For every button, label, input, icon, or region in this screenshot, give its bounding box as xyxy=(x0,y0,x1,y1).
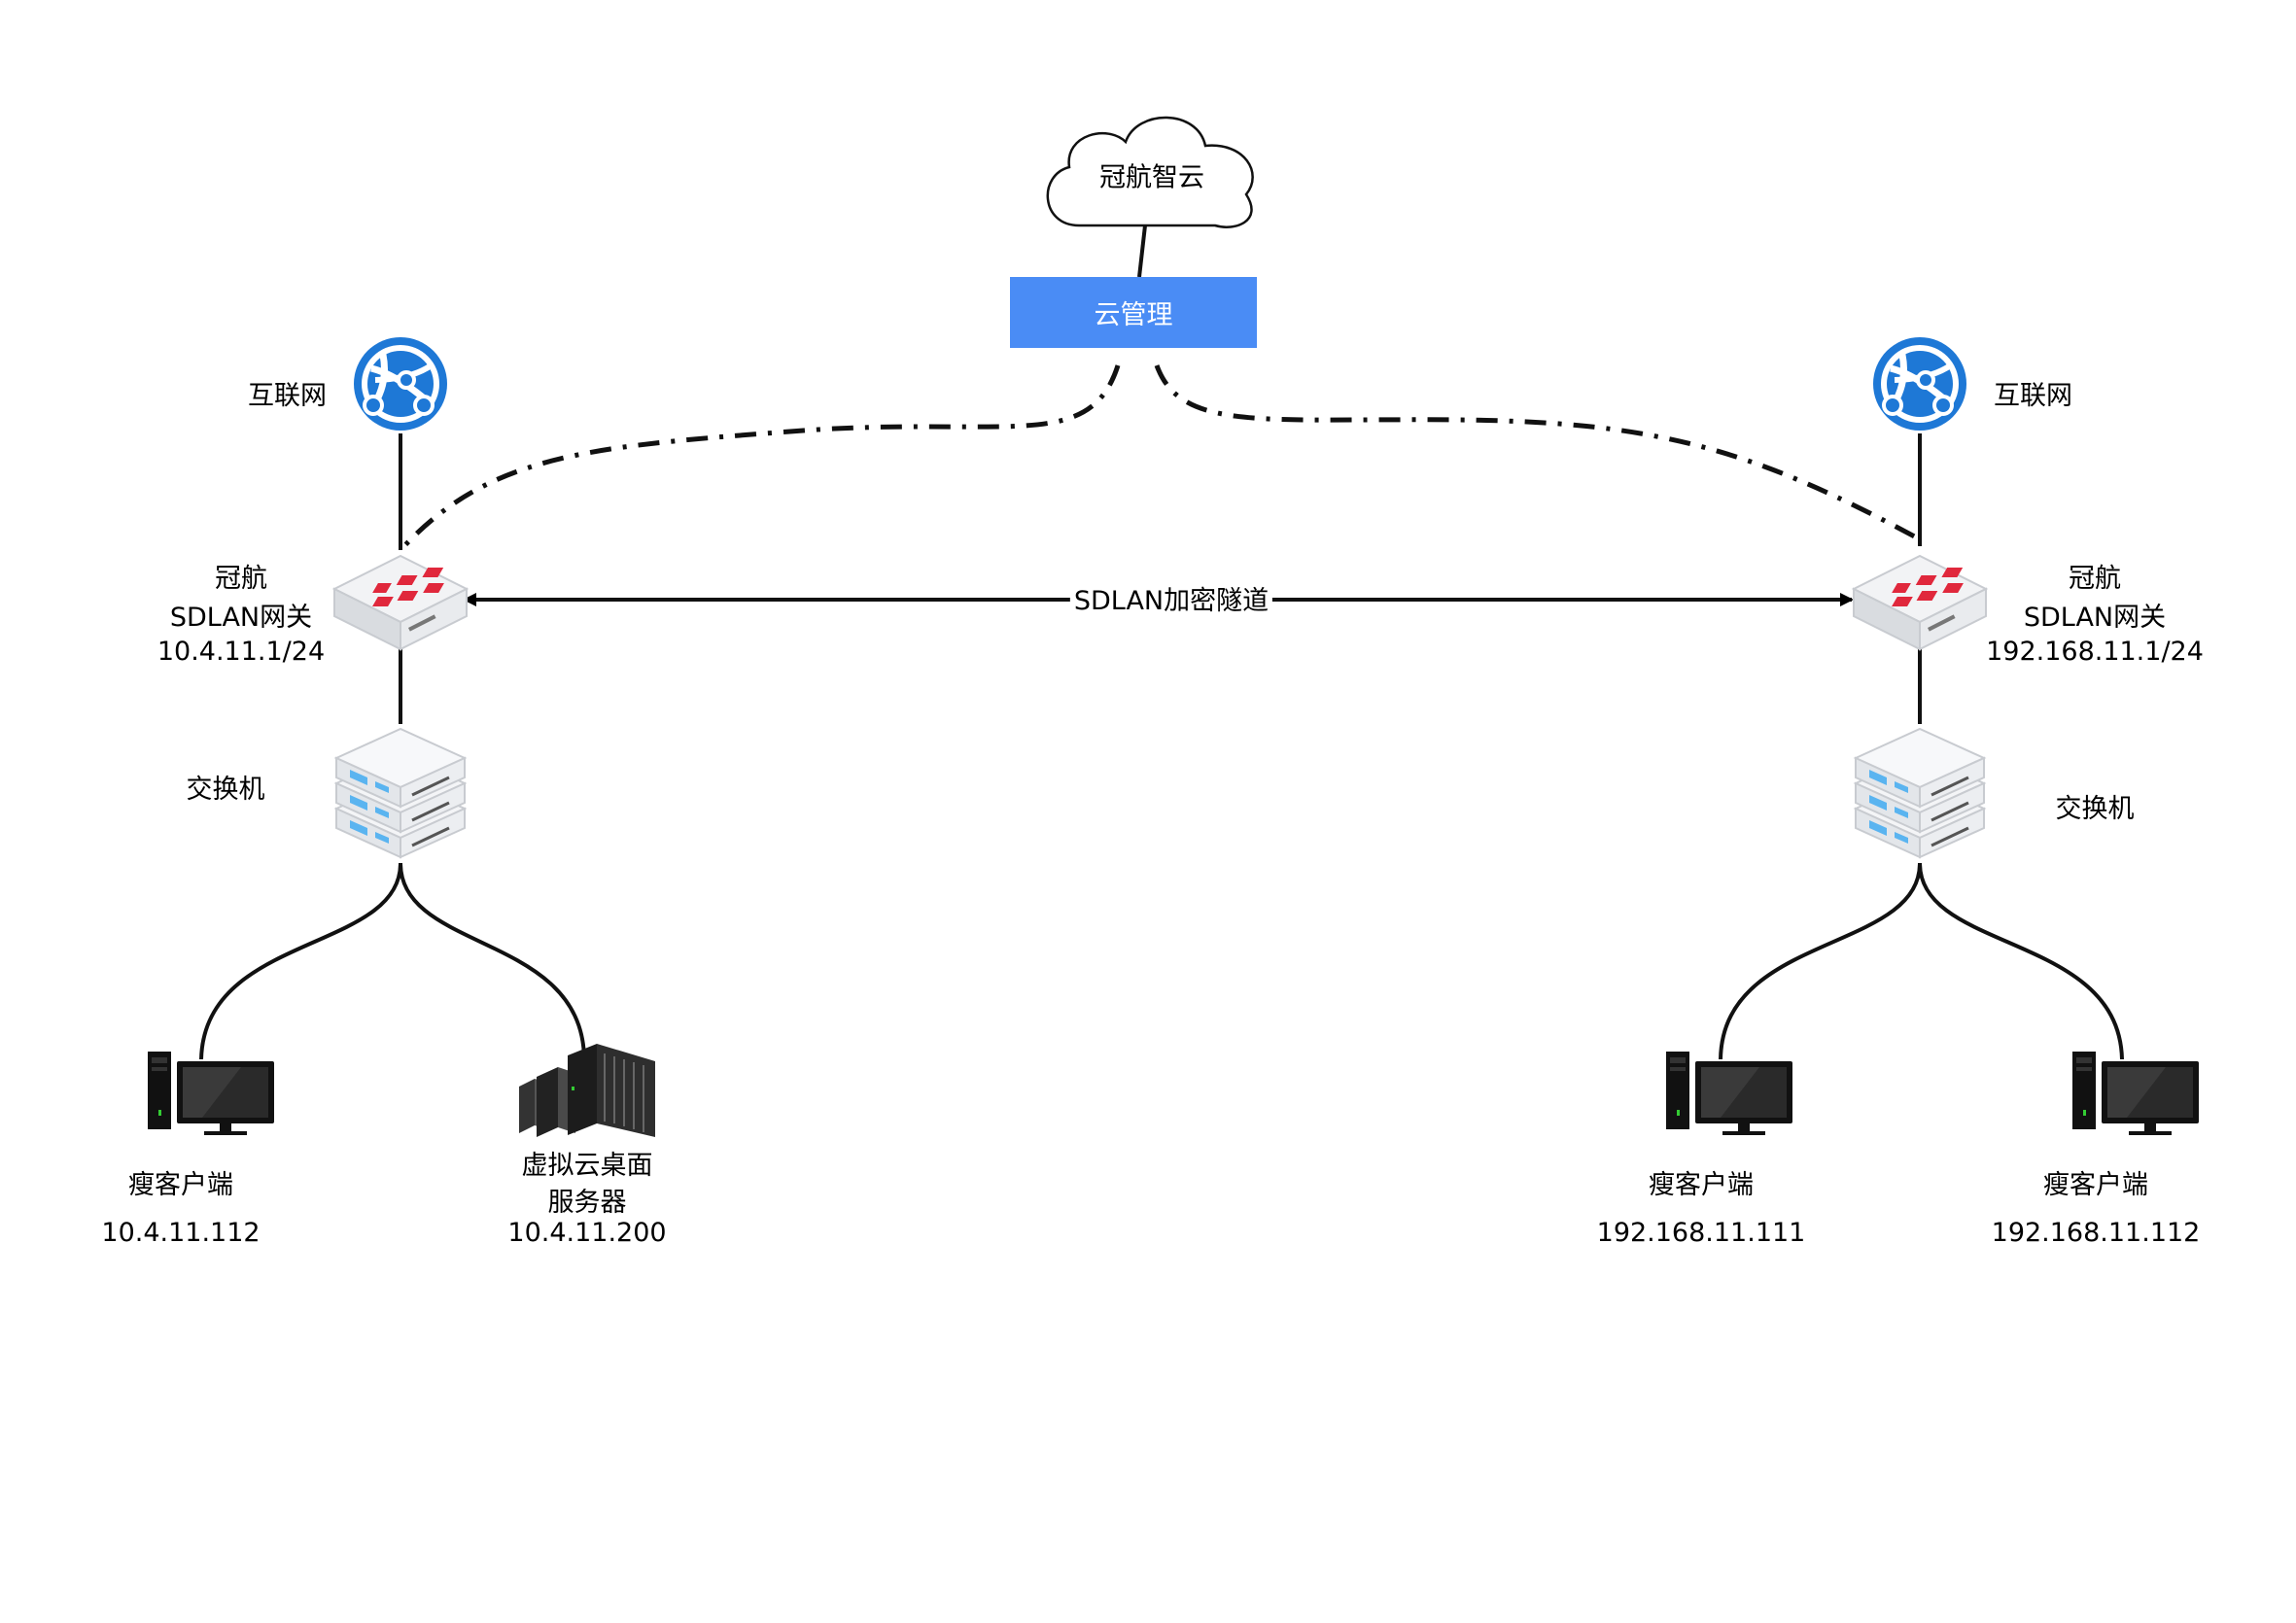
right-internet-globe-icon xyxy=(1873,337,1966,431)
sdlan-tunnel-label: SDLAN加密隧道 xyxy=(1069,585,1273,618)
cloud-to-management-line xyxy=(1137,224,1147,278)
right-thin-client-1-name: 瘦客户端 xyxy=(1649,1170,1754,1200)
right-gateway-subnet: 192.168.11.1/24 xyxy=(1986,637,2204,667)
left-thin-client-ip: 10.4.11.112 xyxy=(101,1218,261,1248)
left-switch-to-server-cable xyxy=(399,862,586,1060)
left-switch-icon xyxy=(334,727,467,859)
right-switch-icon xyxy=(1854,727,1986,859)
left-internet-label: 互联网 xyxy=(248,381,327,411)
left-gateway-type: SDLAN网关 xyxy=(169,603,313,633)
connection-lines xyxy=(199,224,2124,1060)
right-switch-to-client1-cable xyxy=(1719,862,1922,1060)
cloud-management-box[interactable]: 云管理 xyxy=(1010,277,1257,348)
right-thin-client-2-name: 瘦客户端 xyxy=(2043,1170,2148,1200)
left-thin-client-desktop-icon xyxy=(148,1052,274,1135)
left-switch-to-client-cable xyxy=(199,862,402,1060)
right-thin-client-2-desktop-icon xyxy=(2072,1052,2199,1135)
left-gateway-subnet: 10.4.11.1/24 xyxy=(157,637,326,667)
management-to-left-gateway-link xyxy=(399,364,1121,552)
right-switch-to-client2-cable xyxy=(1918,862,2124,1060)
cloud-icon xyxy=(1046,116,1254,228)
left-thin-client-name: 瘦客户端 xyxy=(128,1170,233,1200)
right-gateway-firewall-icon xyxy=(1853,555,1987,650)
right-switch-label: 交换机 xyxy=(2055,794,2135,824)
server-ip: 10.4.11.200 xyxy=(507,1218,667,1248)
left-gateway-brand: 冠航 xyxy=(215,564,267,594)
right-internet-label: 互联网 xyxy=(1994,381,2072,411)
left-internet-globe-icon xyxy=(354,337,447,431)
cloud-management-links xyxy=(399,364,1922,552)
virtual-desktop-server-rack-icon xyxy=(518,1043,656,1138)
cloud-management-label: 云管理 xyxy=(1094,300,1173,330)
management-to-right-gateway-link xyxy=(1154,364,1922,542)
right-gateway-brand: 冠航 xyxy=(2069,564,2121,594)
left-switch-label: 交换机 xyxy=(186,775,265,805)
left-gateway-firewall-icon xyxy=(333,555,468,650)
right-thin-client-1-ip: 192.168.11.111 xyxy=(1596,1218,1806,1248)
server-name-line1: 虚拟云桌面 xyxy=(521,1151,653,1181)
right-thin-client-2-ip: 192.168.11.112 xyxy=(1991,1218,2201,1248)
cloud-label: 冠航智云 xyxy=(1099,162,1204,193)
server-name-line2: 服务器 xyxy=(547,1188,627,1218)
right-gateway-type: SDLAN网关 xyxy=(2023,603,2167,633)
right-thin-client-1-desktop-icon xyxy=(1666,1052,1792,1135)
